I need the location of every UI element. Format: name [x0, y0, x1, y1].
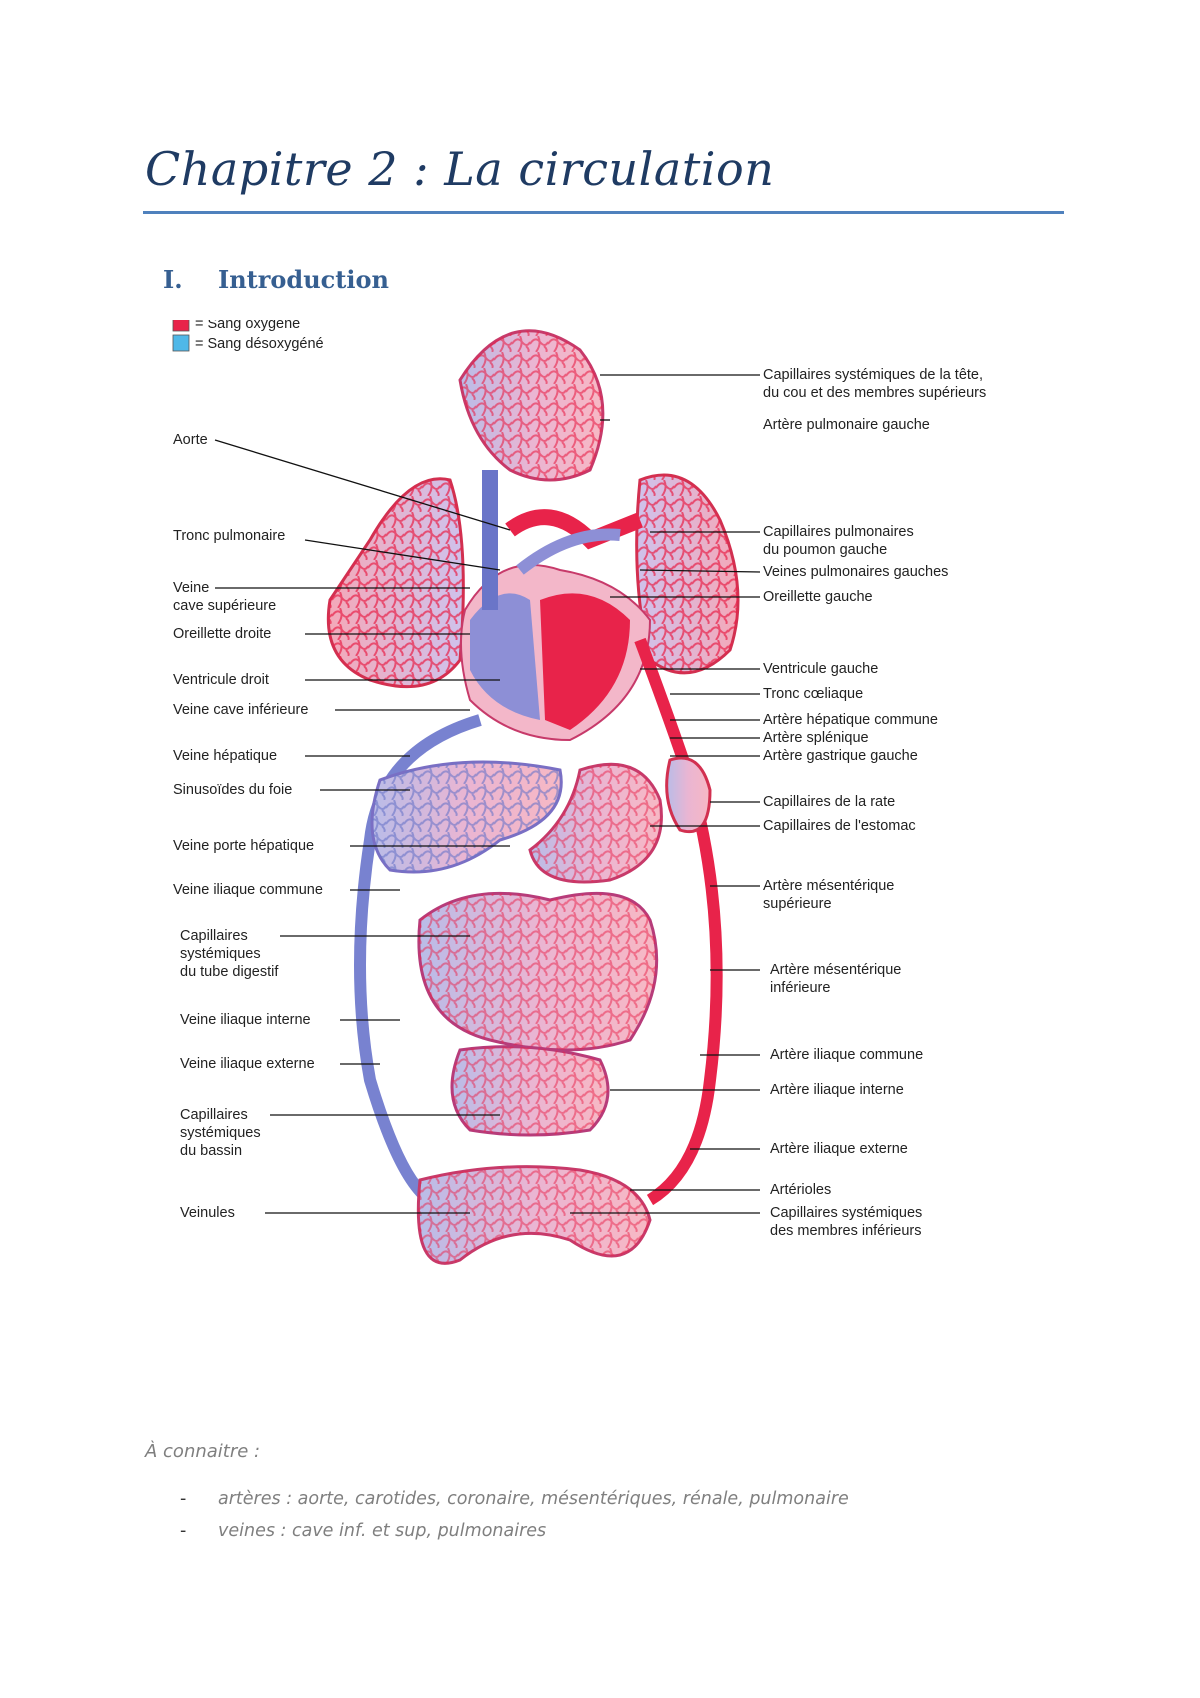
legend-label-deoxygenated: = Sang désoxygéné: [195, 336, 324, 352]
descending-aorta: [634, 637, 723, 1206]
label-artere-mesenterique-sup-1: Artère mésentérique: [763, 878, 894, 894]
label-capillaires-bassin-3: du bassin: [180, 1143, 242, 1159]
section-number: I.: [163, 265, 183, 294]
label-capillaires-bassin-1: Capillaires: [180, 1107, 248, 1123]
right-labels: Capillaires systémiques de la tête, du c…: [763, 367, 986, 1239]
legend: = Sang oxygéné = Sang désoxygéné: [172, 320, 324, 352]
label-artere-iliaque-interne: Artère iliaque interne: [770, 1082, 904, 1098]
page-title: Chapitre 2 : La circulation: [145, 142, 775, 196]
label-capillaires-estomac: Capillaires de l'estomac: [763, 818, 916, 834]
label-artere-pulmonaire-gauche: Artère pulmonaire gauche: [763, 417, 930, 433]
label-artere-hepatique-commune: Artère hépatique commune: [763, 712, 938, 728]
label-aorte: Aorte: [173, 432, 208, 448]
label-capillaires-tube-3: du tube digestif: [180, 964, 279, 980]
left-labels: Aorte Tronc pulmonaire Veine cave supéri…: [173, 432, 323, 1221]
spleen: [665, 756, 712, 833]
label-veine-iliaque-commune: Veine iliaque commune: [173, 882, 323, 898]
know-item-text: veines : cave inf. et sup, pulmonaires: [218, 1521, 547, 1541]
label-artere-mesenterique-inf-2: inférieure: [770, 980, 830, 996]
bullet-dash: -: [180, 1489, 187, 1509]
section-heading: I. Introduction: [163, 265, 389, 294]
label-cave-superieure: cave supérieure: [173, 598, 276, 614]
circulation-illustration: [326, 329, 740, 1265]
label-artere-mesenterique-inf-1: Artère mésentérique: [770, 962, 901, 978]
label-capillaires-rate: Capillaires de la rate: [763, 794, 895, 810]
label-tronc-pulmonaire: Tronc pulmonaire: [173, 528, 285, 544]
leader-lines: [214, 374, 761, 1214]
label-veinules: Veinules: [180, 1205, 235, 1221]
legend-label-oxygenated: = Sang oxygéné: [195, 320, 300, 332]
label-ventricule-droit: Ventricule droit: [173, 672, 269, 688]
label-artere-splenique: Artère splénique: [763, 730, 869, 746]
label-capillaires-membres-inf-2: des membres inférieurs: [770, 1223, 922, 1239]
inferior-vena-cava: [354, 714, 482, 1205]
label-veine-porte-hepatique: Veine porte hépatique: [173, 838, 314, 854]
label-capillaires-tube-2: systémiques: [180, 946, 261, 962]
pulmonary-trunk-vessel: [516, 528, 621, 575]
label-artere-iliaque-commune: Artère iliaque commune: [770, 1047, 923, 1063]
label-artere-mesenterique-sup-2: supérieure: [763, 896, 832, 912]
bullet-dash: -: [180, 1521, 187, 1541]
label-capillaires-bassin-2: systémiques: [180, 1125, 261, 1141]
label-tronc-coeliaque: Tronc cœliaque: [763, 686, 863, 702]
label-arterioles: Artérioles: [770, 1182, 831, 1198]
know-item-text: artères : aorte, carotides, coronaire, m…: [218, 1489, 849, 1509]
legend-swatch-deoxygenated: [172, 334, 190, 352]
circulation-diagram: = Sang oxygéné = Sang désoxygéné: [172, 320, 986, 1265]
label-veine: Veine: [173, 580, 209, 596]
label-veines-pulmonaires-gauches: Veines pulmonaires gauches: [763, 564, 948, 580]
know-item-veines: - veines : cave inf. et sup, pulmonaires: [180, 1521, 849, 1553]
label-veine-cave-inferieure: Veine cave inférieure: [173, 702, 308, 718]
know-item-arteres: - artères : aorte, carotides, coronaire, …: [180, 1489, 849, 1521]
know-list: - artères : aorte, carotides, coronaire, …: [180, 1489, 849, 1553]
label-capillaires-tete-2: du cou et des membres supérieurs: [763, 385, 986, 401]
label-veine-iliaque-externe: Veine iliaque externe: [180, 1056, 315, 1072]
label-oreillette-droite: Oreillette droite: [173, 626, 271, 642]
label-capillaires-pulmonaires-1: Capillaires pulmonaires: [763, 524, 914, 540]
label-veine-iliaque-interne: Veine iliaque interne: [180, 1012, 311, 1028]
legend-swatch-oxygenated: [172, 320, 190, 332]
label-artere-gastrique-gauche: Artère gastrique gauche: [763, 748, 918, 764]
label-capillaires-pulmonaires-2: du poumon gauche: [763, 542, 887, 558]
title-rule: [143, 211, 1064, 214]
label-capillaires-membres-inf-1: Capillaires systémiques: [770, 1205, 922, 1221]
section-title: Introduction: [218, 265, 389, 294]
label-veine-hepatique: Veine hépatique: [173, 748, 277, 764]
label-capillaires-tete-1: Capillaires systémiques de la tête,: [763, 367, 983, 383]
label-sinusoides-du-foie: Sinusoïdes du foie: [173, 782, 292, 798]
know-heading: À connaitre :: [145, 1441, 261, 1462]
label-ventricule-gauche: Ventricule gauche: [763, 661, 878, 677]
label-artere-iliaque-externe: Artère iliaque externe: [770, 1141, 908, 1157]
label-capillaires-tube-1: Capillaires: [180, 928, 248, 944]
label-oreillette-gauche: Oreillette gauche: [763, 589, 873, 605]
